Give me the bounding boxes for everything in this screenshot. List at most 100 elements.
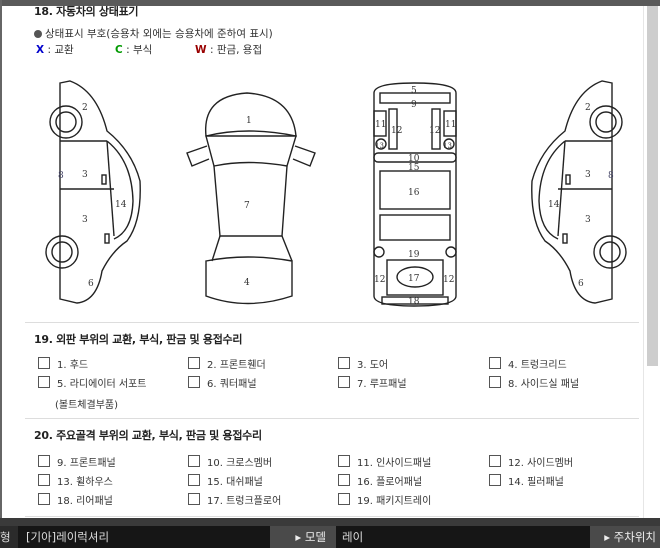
item-label: 12. 사이드멤버 <box>508 457 574 469</box>
item-label: 14. 필러패널 <box>508 476 564 488</box>
model-value: 레이 <box>336 526 590 548</box>
window-top-border <box>0 0 660 6</box>
label-13b: 13 <box>443 142 452 150</box>
legend-title: 상태표시 부호(승용차 외에는 승용차에 준하여 표시) <box>45 28 273 40</box>
label-3: 3 <box>82 170 88 180</box>
item-label: 16. 플로어패널 <box>357 476 423 488</box>
label-9: 9 <box>411 100 417 110</box>
item-label: 8. 사이드실 패널 <box>508 378 580 390</box>
checkbox-front-panel[interactable]: 9. 프론트패널 <box>38 454 116 469</box>
label-15: 15 <box>408 163 420 173</box>
legend-title-row: 상태표시 부호(승용차 외에는 승용차에 준하여 표시) <box>34 26 273 41</box>
item-label: 18. 리어패널 <box>57 495 113 507</box>
label-6: 6 <box>88 279 94 289</box>
code-w-letter: W <box>195 44 207 56</box>
label-5: 5 <box>411 86 417 96</box>
checkbox-trunk-floor[interactable]: 17. 트렁크플로어 <box>188 492 282 507</box>
label-18: 18 <box>408 297 420 307</box>
item-label: 17. 트렁크플로어 <box>207 495 282 507</box>
section-19-title: 19. 외판 부위의 교환, 부식, 판금 및 용접수리 <box>34 333 243 346</box>
label-7: 7 <box>244 201 250 211</box>
car-side-right <box>531 80 627 304</box>
checkbox-pillar-panel[interactable]: 14. 필러패널 <box>489 473 564 488</box>
item-label: 3. 도어 <box>357 359 389 371</box>
checkbox-door[interactable]: 3. 도어 <box>338 356 389 371</box>
checkbox-quarter-panel[interactable]: 6. 쿼터패널 <box>188 375 257 390</box>
code-x: X : 교환 <box>36 42 74 57</box>
checkbox-cross-member[interactable]: 10. 크로스멤버 <box>188 454 273 469</box>
item-label: 4. 트렁크리드 <box>508 359 567 371</box>
inspection-content: 18. 자동차의 상태표기 상태표시 부호(승용차 외에는 승용차에 준하여 표… <box>2 6 643 518</box>
checkbox-dash-panel[interactable]: 15. 대쉬패널 <box>188 473 263 488</box>
code-x-label: : 교환 <box>47 44 74 56</box>
item-label: 6. 쿼터패널 <box>207 378 257 390</box>
label-12d: 12 <box>443 275 454 285</box>
car-diagram: 2 3 3 8 14 6 1 7 4 <box>45 80 627 307</box>
item-label: 11. 인사이드패널 <box>357 457 432 469</box>
item-label: 19. 패키지트레이 <box>357 495 432 507</box>
scrollbar-thumb[interactable] <box>647 6 658 366</box>
label-17: 17 <box>408 274 420 284</box>
label-11b: 11 <box>445 120 456 130</box>
divider <box>25 516 639 517</box>
code-w-label: : 판금, 용접 <box>209 44 263 56</box>
label-3rb: 3 <box>585 215 591 225</box>
label-8: 8 <box>58 171 64 181</box>
item-label: 7. 루프패널 <box>357 378 407 390</box>
checkbox-side-sill-panel[interactable]: 8. 사이드실 패널 <box>489 375 580 390</box>
prev-label: 형 <box>0 530 11 544</box>
checkbox-package-tray[interactable]: 19. 패키지트레이 <box>338 492 432 507</box>
label-13: 13 <box>375 142 384 150</box>
code-w: W : 판금, 용접 <box>195 42 262 57</box>
item-label: 2. 프론트휀더 <box>207 359 266 371</box>
label-19: 19 <box>408 250 420 260</box>
item-label: 9. 프론트패널 <box>57 457 116 469</box>
car-underbody-view: 5 9 11 11 12 12 13 13 10 15 16 19 12 12 … <box>373 82 457 307</box>
vertical-scrollbar[interactable] <box>643 6 660 518</box>
divider <box>25 322 639 323</box>
label-1: 1 <box>246 116 252 126</box>
code-c-letter: C <box>115 44 123 56</box>
label-10: 10 <box>408 154 420 164</box>
code-c-label: : 부식 <box>126 44 153 56</box>
car-top-view: 1 7 4 <box>186 92 316 305</box>
checkbox-front-fender[interactable]: 2. 프론트휀더 <box>188 356 266 371</box>
checkbox-floor-panel[interactable]: 16. 플로어패널 <box>338 473 423 488</box>
checkbox-wheel-house[interactable]: 13. 휠하우스 <box>38 473 113 488</box>
label-2r: 2 <box>585 103 591 113</box>
label-2: 2 <box>82 103 88 113</box>
checkbox-roof-panel[interactable]: 7. 루프패널 <box>338 375 407 390</box>
section-18-title: 18. 자동차의 상태표기 <box>34 6 139 18</box>
item-label: 1. 후드 <box>57 359 89 371</box>
vehicle-info-bar: 형 [기아]레이럭셔리 ▸ 모델 레이 ▸ 주차위치 <box>0 518 660 548</box>
label-11: 11 <box>375 120 386 130</box>
checkbox-side-member[interactable]: 12. 사이드멤버 <box>489 454 574 469</box>
parking-location-label: ▸ 주차위치 <box>590 526 660 548</box>
label-14: 14 <box>115 200 127 210</box>
checkbox-rear-panel[interactable]: 18. 리어패널 <box>38 492 113 507</box>
label-3r: 3 <box>585 170 591 180</box>
car-name: [기아]레이럭셔리 <box>18 526 270 548</box>
label-4: 4 <box>244 278 250 288</box>
label-12b: 12 <box>429 126 440 136</box>
item-label: 5. 라디에이터 서포트 <box>57 378 147 390</box>
label-12c: 12 <box>374 275 385 285</box>
section-20-title: 20. 주요골격 부위의 교환, 부식, 판금 및 용접수리 <box>34 429 262 442</box>
car-side-left: 2 3 3 8 14 6 <box>45 80 141 304</box>
label-14r: 14 <box>548 200 560 210</box>
bolt-note: (볼트체결부품) <box>55 400 119 411</box>
code-x-letter: X <box>36 44 45 56</box>
checkbox-trunk-lid[interactable]: 4. 트렁크리드 <box>489 356 567 371</box>
label-16: 16 <box>408 188 420 198</box>
label-6r: 6 <box>578 279 584 289</box>
checkbox-inside-panel[interactable]: 11. 인사이드패널 <box>338 454 432 469</box>
checkbox-radiator-support[interactable]: 5. 라디에이터 서포트 <box>38 375 147 390</box>
checkbox-hood[interactable]: 1. 후드 <box>38 356 89 371</box>
label-3b: 3 <box>82 215 88 225</box>
item-label: 10. 크로스멤버 <box>207 457 273 469</box>
window-left-border <box>0 0 2 518</box>
item-label: 13. 휠하우스 <box>57 476 113 488</box>
item-label: 15. 대쉬패널 <box>207 476 263 488</box>
code-c: C : 부식 <box>115 42 152 57</box>
bullet-icon <box>34 30 42 38</box>
